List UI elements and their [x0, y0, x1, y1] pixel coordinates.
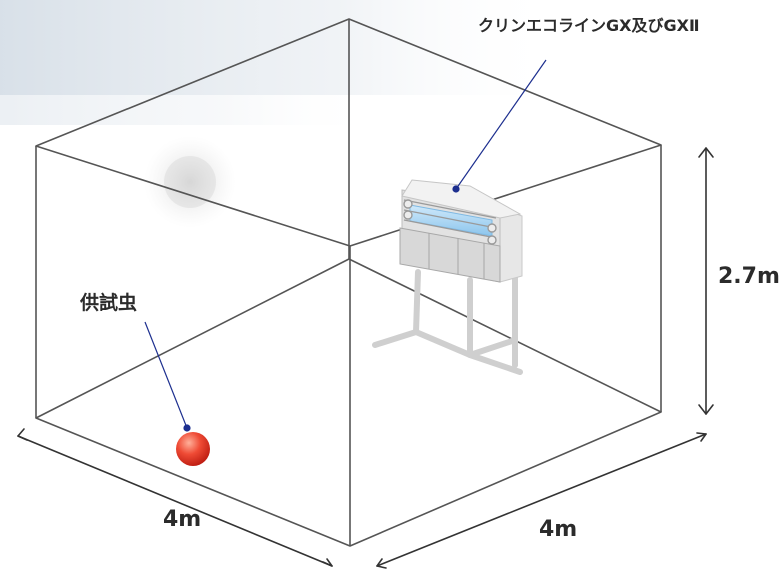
device-label: クリンエコラインGX及びGXⅡ	[478, 16, 700, 35]
insect-leader-dot	[183, 424, 191, 432]
insect-trap-light-icon	[372, 179, 523, 375]
height-arrow	[698, 147, 714, 415]
background-decoration	[0, 0, 560, 228]
dimension-arrows	[17, 147, 714, 569]
faded-lamp-icon	[144, 136, 236, 228]
device-top	[401, 179, 522, 219]
device-back-panel	[499, 207, 523, 283]
device-stand	[372, 265, 523, 375]
insect-leader-line	[144, 321, 188, 429]
leader-lines	[144, 59, 547, 432]
device-leader-line	[455, 59, 547, 190]
room-wireframe	[35, 18, 662, 547]
width-label: 4m	[539, 517, 578, 542]
device-grille	[403, 199, 497, 245]
insect-ball-icon	[176, 432, 210, 466]
width-arrow-right	[376, 432, 707, 569]
height-label: 2.7m	[718, 264, 780, 289]
device-leader-dot	[452, 185, 460, 193]
insect-label: 供試虫	[80, 292, 138, 314]
depth-arrow-left	[17, 428, 333, 567]
depth-label: 4m	[163, 507, 202, 532]
device-lower-box	[399, 227, 501, 283]
